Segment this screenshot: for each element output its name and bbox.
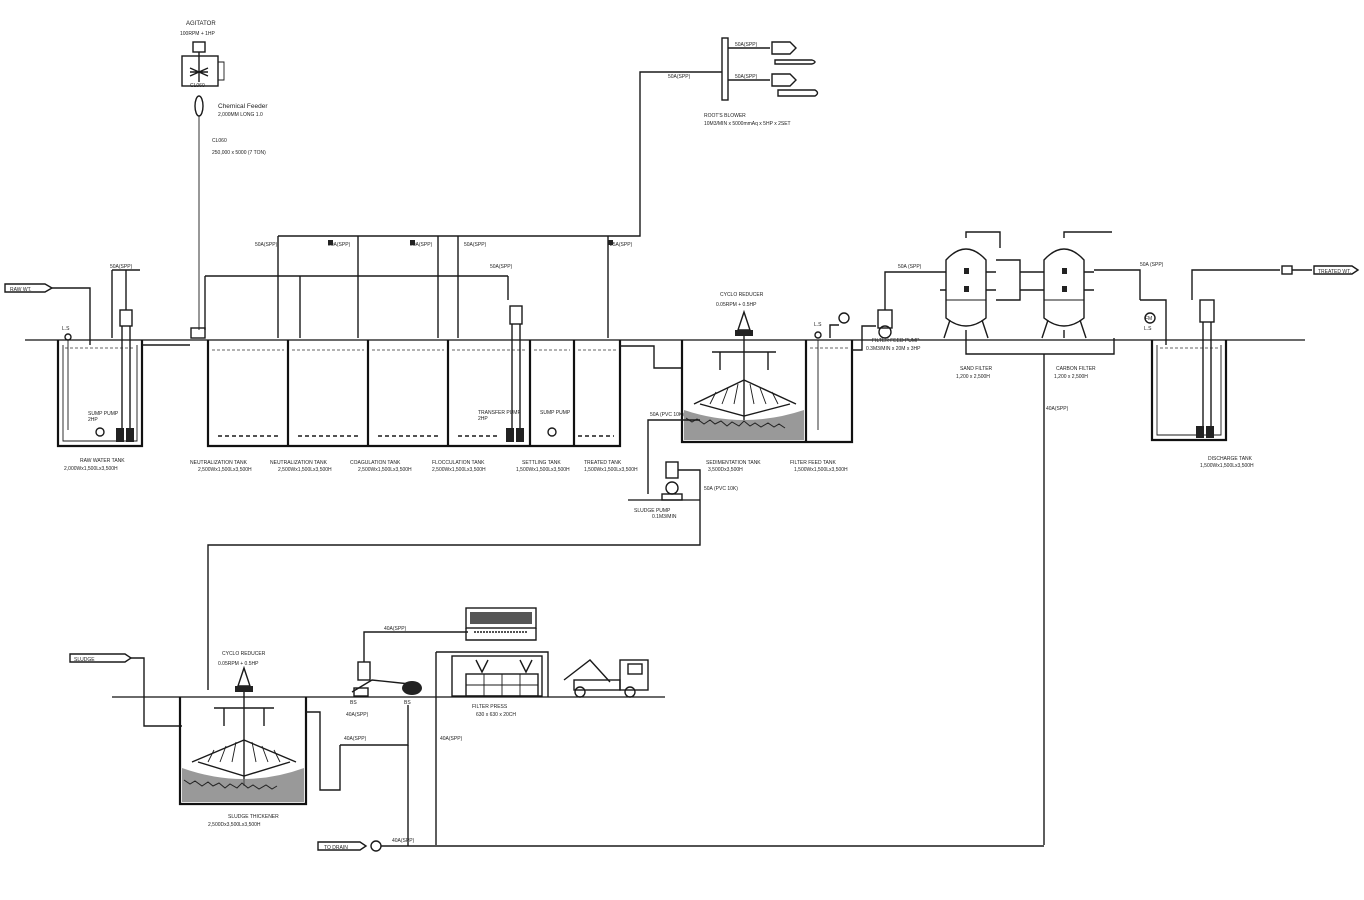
drain-line-label-2: 40A(SPP) <box>440 736 463 742</box>
filter-2-spec: 1,200 x 2,500H <box>1054 374 1088 380</box>
air-header-label-5: 25A(SPP) <box>610 242 633 248</box>
sludge-pump-label: SLUDGE PUMP <box>634 508 671 514</box>
drain-return: TO DRAIN 40A(SPP) <box>317 745 1044 852</box>
tank-name-10: DISCHARGE TANK <box>1208 456 1253 462</box>
discharge-tank: FM L.S TREATED WT. DISCHARGE TANK 1,500W… <box>1140 265 1360 469</box>
return-line-label: 40A(SPP) <box>1046 406 1069 412</box>
ground-lines <box>25 339 1305 698</box>
sludge-pump-unit: 50A (PVC 10K) SLUDGE PUMP 0.1M3/MIN 50A … <box>207 412 738 690</box>
level-switch-2: L.S <box>814 322 822 328</box>
drain-line-label-1: 40A(SPP) <box>344 736 367 742</box>
process-tank-series: 50A(SPP) TRANSFER PUMP 2HP SUMP PUMP NEU… <box>190 264 638 473</box>
sludge-feed-pump-tag-2: BS <box>404 700 411 706</box>
roots-blower: 50A(SPP) 50A(SPP) ROOT'S BLOWER 10M3/MIN… <box>704 37 819 127</box>
tank-name-11: SLUDGE THICKENER <box>228 814 279 820</box>
raw-water-inlet: RAW WT. <box>4 283 91 345</box>
filter-system: 50A (SPP) FILTER FEED PUMP 0.3M3/MIN x 2… <box>852 231 1164 845</box>
tank-spec-6: 1,500Wx1,500Lx3,500H <box>516 467 570 473</box>
sump-pump-label-2: SUMP PUMP <box>540 410 571 416</box>
tank-spec-4: 2,500Wx1,500Lx3,500H <box>358 467 412 473</box>
air-header-label-4: 50A(SPP) <box>464 242 487 248</box>
tank-spec-1: 2,000Wx1,500Lx3,500H <box>64 466 118 472</box>
sump-pump-spec: 2HP <box>88 417 98 423</box>
blower-spec: 10M3/MIN x 5000mmAq x 5HP x 2SET <box>704 121 791 127</box>
filter-press-spec: 630 x 630 x 20CH <box>476 712 516 718</box>
sludge-pump-spec: 0.1M3/MIN <box>652 514 677 520</box>
level-switch-3: L.S <box>1144 326 1152 332</box>
reducer-2-spec: 0.05RPM + 0.5HP <box>218 661 259 667</box>
tank-spec-8: 3,500Dx3,500H <box>708 467 743 473</box>
blower-branch-label-2: 50A(SPP) <box>735 74 758 80</box>
tank-name-2: NEUTRALIZATION TANK <box>190 460 248 466</box>
tank-name-4: COAGULATION TANK <box>350 460 401 466</box>
reducer-2-label: CYCLO REDUCER <box>222 651 266 657</box>
air-header-label-1: 50A(SPP) <box>255 242 278 248</box>
chemical-feeder-label: Chemical Feeder <box>218 103 268 110</box>
sludge-thickener: SLUDGE CYCLO REDUCER 0.05RPM + 0.5HP SLU… <box>69 651 341 828</box>
filter-pump-label: FILTER FEED PUMP <box>872 338 920 344</box>
tank-name-7: TREATED TANK <box>584 460 622 466</box>
chemical-tank-tag: CL060 <box>190 83 205 89</box>
tank-spec-7: 1,500Wx1,500Lx3,500H <box>584 467 638 473</box>
drain-out-tag: TO DRAIN <box>324 845 348 851</box>
sludge-line-label-1: 50A (PVC 10K) <box>650 412 684 418</box>
level-indicator <box>838 312 850 324</box>
press-line-label: 40A(SPP) <box>384 626 407 632</box>
filter-press-label: FILTER PRESS <box>472 704 508 710</box>
transfer-pump-label: TRANSFER PUMP <box>478 410 521 416</box>
treated-water-tag: TREATED WT. <box>1318 269 1351 275</box>
air-header-label-3: 50A(SPP) <box>410 242 433 248</box>
sludge-in-tag: SLUDGE <box>74 657 95 663</box>
tank-spec-10: 1,500Wx1,500Lx3,500H <box>1200 463 1254 469</box>
blower-label: ROOT'S BLOWER <box>704 113 746 119</box>
sedimentation-clarifier: CYCLO REDUCER 0.05RPM + 0.5HP L.S SEDIME… <box>680 292 854 473</box>
chemical-tank <box>181 55 219 87</box>
raw-water-tag: RAW WT. <box>10 287 31 293</box>
tank-name-6: SETTLING TANK <box>522 460 561 466</box>
chemical-feeder-spec: 2,000MM LONG 1.0 <box>218 112 263 118</box>
drain-out-line-label: 40A(SPP) <box>392 838 415 844</box>
agitator-label: AGITATOR <box>186 21 216 27</box>
filter-in-label: 50A (SPP) <box>898 264 922 270</box>
filter-2-label: CARBON FILTER <box>1056 366 1096 372</box>
tank-spec-2: 2,500Wx1,500Lx3,500H <box>198 467 252 473</box>
filter-press-area: 40A(SPP) BS BS 40A(SPP) 40A(SPP) FILTER … <box>340 607 649 845</box>
tank-name-9: FILTER FEED TANK <box>790 460 837 466</box>
filter-out-label: 50A (SPP) <box>1140 262 1164 268</box>
tank-name-8: SEDIMENTATION TANK <box>706 460 761 466</box>
chemical-dosing-tag: CL060 <box>212 138 227 144</box>
pump-line-label-1: 50A(SPP) <box>110 264 133 270</box>
tank-spec-9: 1,500Wx1,500Lx3,500H <box>794 467 848 473</box>
agitator-unit: AGITATOR 100RPM + 1HP CL060 Chemical Fee… <box>180 21 268 339</box>
chemical-feed-pump <box>194 95 204 117</box>
blower-branch-label-1: 50A(SPP) <box>735 42 758 48</box>
air-main-label: 50A(SPP) <box>668 74 691 80</box>
reducer-1-spec: 0.05RPM + 0.5HP <box>716 302 757 308</box>
tank-name-1: RAW WATER TANK <box>80 458 125 464</box>
drain-line-label-3: 40A(SPP) <box>346 712 369 718</box>
tank-spec-11: 2,500Dx3,500Lx3,500H <box>208 822 261 828</box>
level-switch-1: L.S <box>62 326 70 332</box>
agitator-spec: 100RPM + 1HP <box>180 31 216 37</box>
sump-pump-label: SUMP PUMP <box>88 411 119 417</box>
tank-spec-3: 2,500Wx1,500Lx3,500H <box>278 467 332 473</box>
reducer-1-label: CYCLO REDUCER <box>720 292 764 298</box>
flow-meter-tag: FM <box>1145 316 1152 322</box>
chemical-dosing-spec: 250,000 x 5000 (7 TON) <box>212 150 266 156</box>
pump-line-label-2: 50A(SPP) <box>490 264 513 270</box>
transfer-pump-spec: 2HP <box>478 416 488 422</box>
tank-name-5: FLOCCULATION TANK <box>432 460 485 466</box>
tank-spec-5: 2,500Wx1,500Lx3,500H <box>432 467 486 473</box>
tank-name-3: NEUTRALIZATION TANK <box>270 460 328 466</box>
filter-1-spec: 1,200 x 2,500H <box>956 374 990 380</box>
sludge-line-label-2: 50A (PVC 10K) <box>704 486 738 492</box>
filter-1-label: SAND FILTER <box>960 366 993 372</box>
air-header-label-2: 50A(SPP) <box>328 242 351 248</box>
sludge-feed-pump-tag: BS <box>350 700 357 706</box>
raw-water-tank: L.S 50A(SPP) SUMP PUMP 2HP RAW WATER TAN… <box>56 264 144 472</box>
filter-pump-spec: 0.3M3/MIN x 20M x 3HP <box>866 346 921 352</box>
air-distribution: 50A(SPP) 50A(SPP) 50A(SPP) 50A(SPP) 50A(… <box>204 71 722 338</box>
